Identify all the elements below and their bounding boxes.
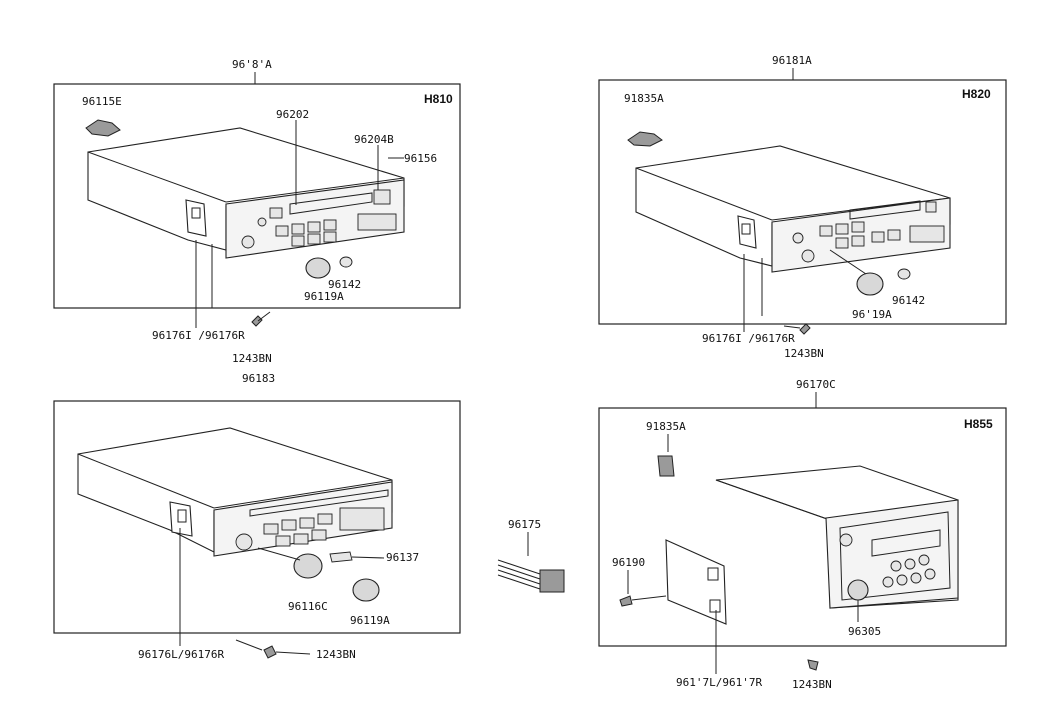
panel-h810-screw-label: 1243BN [232,352,272,365]
panel-h820-side-brackets-label: 96176I /96176R [702,332,795,345]
panel-h810-assembly-label: 96'8'A [232,58,272,71]
panel-lower-left-radio-unit [77,427,393,557]
panel-h820-frame [598,79,1007,325]
panel-h820: 96181A H820 91835A [598,54,1007,360]
panel-h855-screw-small-label: 96190 [612,556,645,569]
panel-lower-left-screw-label: 1243BN [316,648,356,661]
panel-lower-left-tuning-knob [293,553,323,579]
panel-h810-model-label: H810 [424,92,453,106]
panel-h855-bracket-label: 91835A [646,420,686,433]
panel-h855-bracket-icon [657,455,675,477]
center-connector-label: 96175 [508,518,541,531]
panel-lower-left-tuning-knob-label: 96116C [288,600,328,613]
panel-h810-volume-knob [305,257,331,279]
panel-lower-left-volume-knob-label: 96119A [350,614,390,627]
connector-harness-icon [497,559,565,593]
panel-lower-left-screw-icon [263,645,277,659]
panel-h810: 96'8'A H810 96115E [53,58,461,365]
panel-h820-assembly-label: 96181A [772,54,812,67]
panel-h810-faceplate-label: 96156 [404,152,437,165]
panel-h810-frame [53,83,461,309]
center-connector: 96175 [497,518,565,593]
panel-lower-left-side-brackets-label: 96176L/96176R [138,648,224,661]
panel-lower-left-volume-knob [352,578,380,602]
panel-h820-model-label: H820 [962,87,991,101]
panel-h855-model-label: H855 [964,417,993,431]
panel-h810-cassette-door-label: 96202 [276,108,309,121]
panel-h810-radio-unit [87,127,405,259]
panel-h855: 96170C H855 91835A 96190 [598,378,1007,691]
panel-lower-left-spacer [329,551,353,563]
panel-lower-left-frame [53,400,461,634]
panel-h855-screw-icon [807,659,819,671]
panel-h810-side-brackets-label: 96176I /96176R [152,329,245,342]
panel-h820-radio-unit [635,145,951,273]
panel-h820-volume-knob [856,272,884,296]
panel-h810-faceplate [225,179,405,259]
panel-h855-faceplate-label: 96305 [848,625,881,638]
panel-h820-faceplate [771,197,951,273]
panel-h810-button-label: 96204B [354,133,394,146]
panel-h810-bracket-icon [85,119,121,137]
panel-h810-bracket-label: 96115E [82,95,122,108]
panel-h820-screw-icon [799,323,811,335]
panel-h810-small-knob-label: 96142 [328,278,361,291]
panel-h810-screw-icon [251,315,263,327]
panel-h855-assembly-label: 96170C [796,378,836,391]
panel-lower-left: 96183 96137 96116C 96119A [53,372,461,661]
panel-h855-mounting-plate [665,539,727,625]
panel-h855-screw-label: 1243BN [792,678,832,691]
panel-h855-screw-small-icon [619,595,633,607]
panel-h820-small-knob-label: 96142 [892,294,925,307]
panel-h820-bracket-icon [627,131,663,147]
panel-h820-volume-knob-label: 96'19A [852,308,892,321]
panel-h855-side-brackets-label: 961'7L/961'7R [676,676,762,689]
panel-h820-small-knob [897,268,911,280]
panel-h855-radio-unit [715,465,959,609]
panel-h855-faceplate [825,499,959,609]
panel-lower-left-assembly-label: 96183 [242,372,275,385]
panel-h820-bracket-label: 91835A [624,92,664,105]
panel-h855-frame [598,407,1007,647]
panel-h810-small-knob [339,256,353,268]
panel-h820-screw-label: 1243BN [784,347,824,360]
panel-h810-volume-knob-label: 96119A [304,290,344,303]
panel-lower-left-spacer-label: 96137 [386,551,419,564]
